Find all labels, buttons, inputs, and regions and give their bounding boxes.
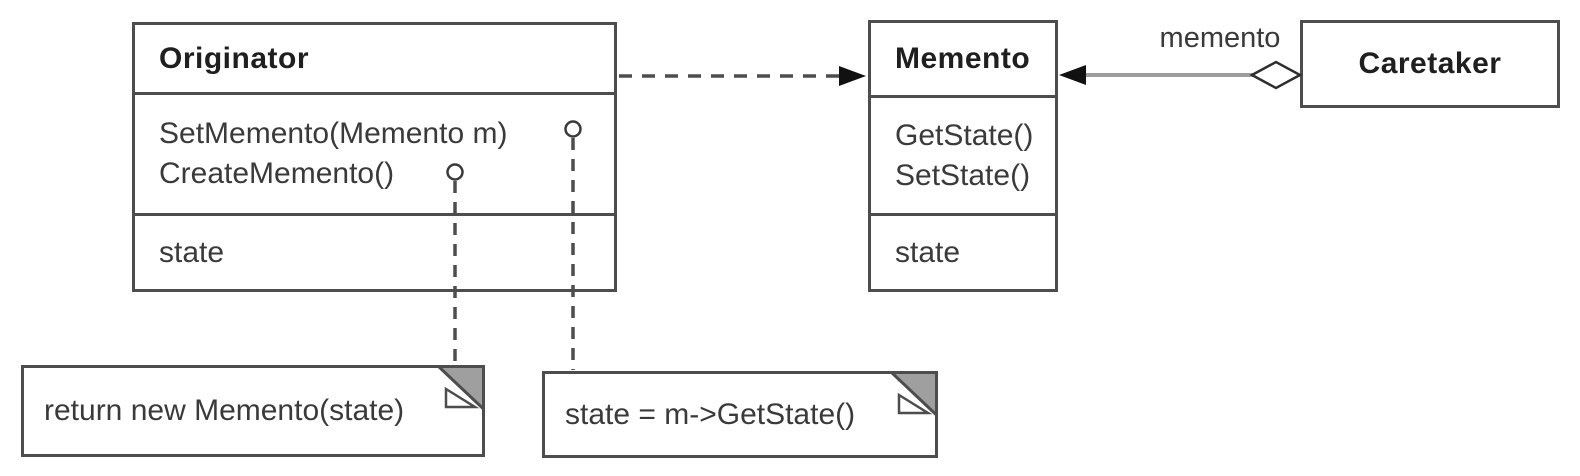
class-box-memento: Memento GetState() SetState() state bbox=[868, 20, 1058, 292]
note-return-new-memento: return new Memento(state) bbox=[21, 365, 485, 457]
originator-class-name: Originator bbox=[159, 41, 310, 75]
aggregation-label-memento: memento bbox=[1159, 22, 1281, 54]
note-return-new-memento-text: return new Memento(state) bbox=[44, 394, 405, 427]
originator-title-compartment: Originator bbox=[135, 25, 614, 95]
aggregation-arrowhead bbox=[1059, 65, 1086, 85]
originator-attributes-compartment: state bbox=[135, 216, 614, 289]
originator-attribute-state: state bbox=[159, 235, 225, 269]
aggregation-diamond bbox=[1249, 60, 1303, 90]
class-box-originator: Originator SetMemento(Memento m) CreateM… bbox=[132, 22, 617, 292]
memento-methods-compartment: GetState() SetState() bbox=[871, 98, 1055, 216]
dependency-arrowhead bbox=[839, 66, 866, 86]
note-folded-corner-icon bbox=[437, 365, 485, 413]
note-folded-corner-icon bbox=[890, 371, 938, 419]
memento-attributes-compartment: state bbox=[871, 216, 1055, 289]
note-state-getstate-text: state = m->GetState() bbox=[565, 397, 856, 431]
caretaker-class-name: Caretaker bbox=[1358, 47, 1502, 80]
memento-method-setstate: SetState() bbox=[895, 158, 1031, 192]
note-state-getstate: state = m->GetState() bbox=[542, 371, 938, 458]
originator-methods-compartment: SetMemento(Memento m) CreateMemento() bbox=[135, 95, 614, 216]
originator-method-creatememento: CreateMemento() bbox=[159, 157, 395, 190]
originator-method-setmemento: SetMemento(Memento m) bbox=[159, 117, 508, 150]
memento-method-getstate: GetState() bbox=[895, 118, 1034, 152]
memento-class-name: Memento bbox=[895, 42, 1031, 75]
memento-attribute-state: state bbox=[895, 235, 961, 269]
memento-title-compartment: Memento bbox=[871, 23, 1055, 98]
class-box-caretaker: Caretaker bbox=[1300, 20, 1560, 108]
